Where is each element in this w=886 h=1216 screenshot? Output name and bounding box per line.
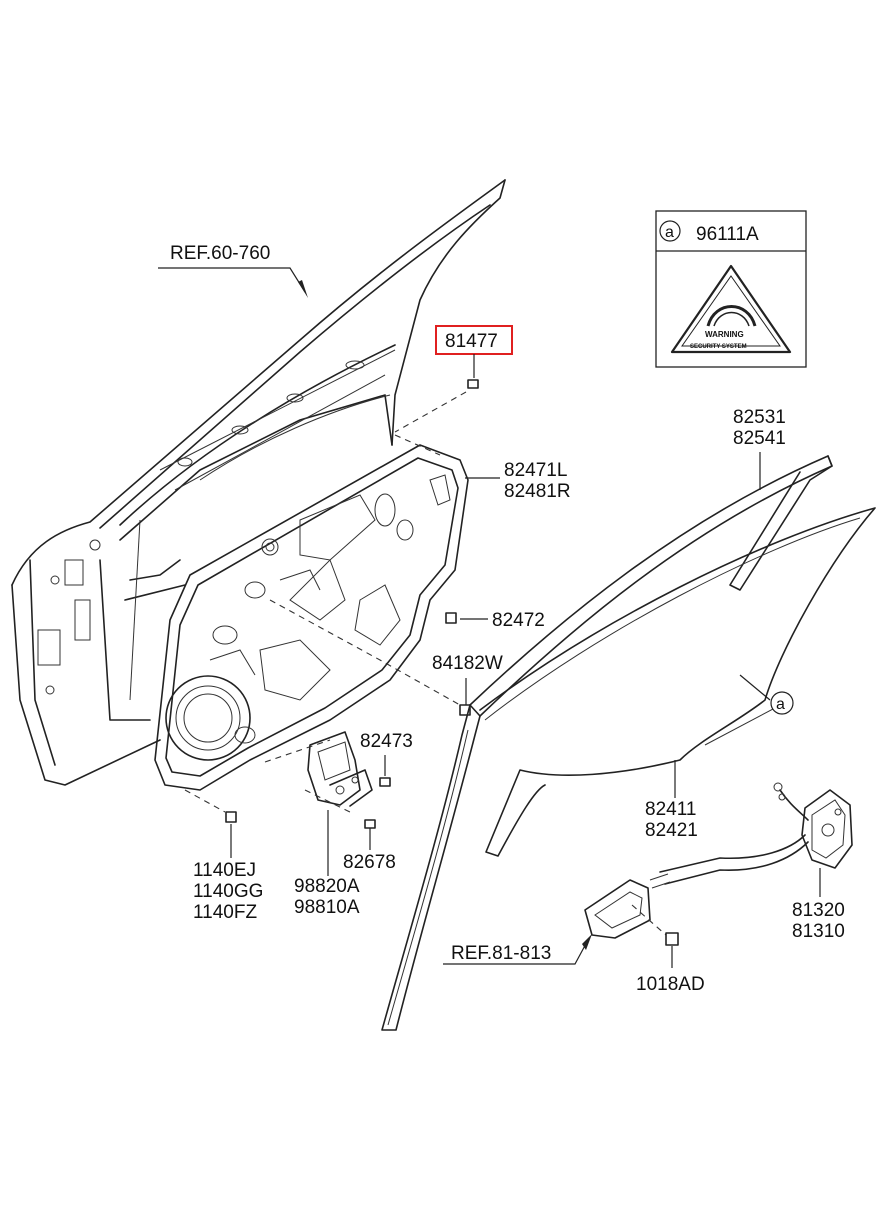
part-82531-label[interactable]: 82531 xyxy=(733,407,786,428)
pad-84182W xyxy=(459,704,471,716)
inset-callout-label: a xyxy=(665,224,674,241)
part-98810A-label[interactable]: 98810A xyxy=(294,897,360,918)
ref-60-760-label: REF.60-760 xyxy=(170,243,270,264)
glass-callout-label: a xyxy=(776,696,785,713)
door-frame xyxy=(11,179,506,786)
door-latch xyxy=(659,782,853,885)
part-82473-label[interactable]: 82473 xyxy=(360,731,413,752)
part-1018AD-label[interactable]: 1018AD xyxy=(636,974,705,995)
part-82421-label[interactable]: 82421 xyxy=(645,820,698,841)
part-1140FZ-label[interactable]: 1140FZ xyxy=(193,902,257,923)
glass-callout-a-icon xyxy=(770,691,794,715)
part-82471L-label[interactable]: 82471L xyxy=(504,460,567,481)
part-82472-label[interactable]: 82472 xyxy=(492,610,545,631)
part-82411-label[interactable]: 82411 xyxy=(645,799,696,820)
ref-81-813-arrow-icon xyxy=(582,934,592,950)
warning-text: WARNING xyxy=(705,330,744,339)
inside-handle xyxy=(584,873,671,939)
security-text: SECURITY SYSTEM xyxy=(690,344,747,350)
part-82541-label[interactable]: 82541 xyxy=(733,428,786,449)
part-96111A-label[interactable]: 96111A xyxy=(696,224,759,245)
clip-81477 xyxy=(467,379,479,389)
part-82481R-label[interactable]: 82481R xyxy=(504,481,571,502)
bolt-1018AD xyxy=(665,932,679,946)
bolt-82473 xyxy=(379,777,391,787)
door-module-panel xyxy=(154,444,469,791)
part-81477-label[interactable]: 81477 xyxy=(445,331,498,352)
ref-arrow-icon xyxy=(298,280,308,298)
part-81320-label[interactable]: 81320 xyxy=(792,900,845,921)
part-81310-label[interactable]: 81310 xyxy=(792,921,845,942)
screw-1140 xyxy=(225,811,237,823)
inset-96111A: a 96111A WARNING SECURITY SYSTEM xyxy=(655,210,807,368)
window-regulator xyxy=(307,731,373,807)
part-98820A-label[interactable]: 98820A xyxy=(294,876,360,897)
run-channel xyxy=(381,455,833,1031)
bolt-82678 xyxy=(364,819,376,829)
part-1140EJ-label[interactable]: 1140EJ xyxy=(193,860,256,881)
ref-60-760-leader xyxy=(158,267,306,293)
screw-82472 xyxy=(445,612,457,624)
part-82678-label[interactable]: 82678 xyxy=(343,852,396,873)
ref-81-813-label[interactable]: REF.81-813 xyxy=(451,943,551,964)
part-84182W-label[interactable]: 84182W xyxy=(432,653,503,674)
callout-a-icon xyxy=(659,220,681,242)
part-1140GG-label[interactable]: 1140GG xyxy=(193,881,263,902)
warning-triangle-icon xyxy=(670,264,792,354)
